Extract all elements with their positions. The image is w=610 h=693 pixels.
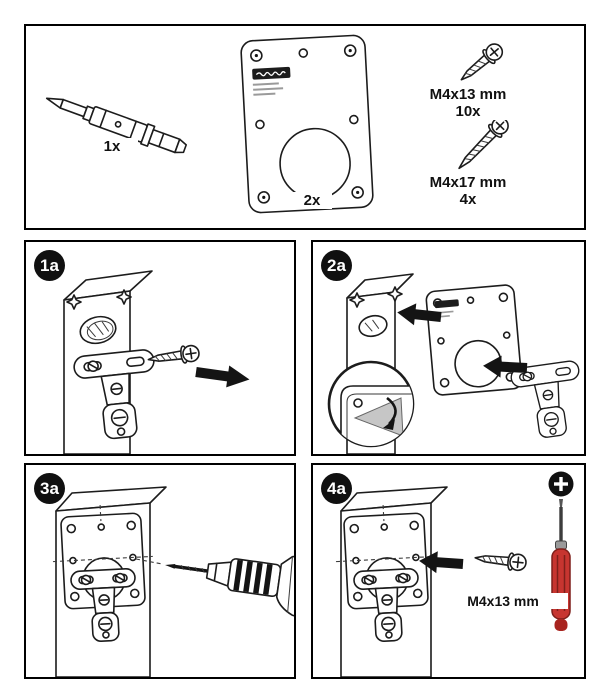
hinge	[353, 567, 419, 642]
screw2-size-label: M4x17 mm	[388, 174, 548, 192]
step-badge-3a: 3a	[34, 473, 65, 504]
arrow-left-icon	[483, 355, 528, 378]
mounting-plate-icon	[240, 34, 374, 214]
step-badge-2a: 2a	[321, 250, 352, 281]
arrow-right-icon	[195, 365, 250, 388]
step-2a-panel: 2a	[311, 240, 586, 456]
brand-logo	[252, 66, 291, 96]
screw-m4x17-icon	[458, 117, 509, 170]
screw2-qty-label: 4x	[388, 191, 548, 209]
impact-sparkle-icon	[66, 294, 82, 310]
arrow-left-icon	[397, 303, 442, 326]
damaged-hole	[358, 314, 388, 338]
screw-icon	[474, 552, 527, 572]
damaged-hole	[79, 315, 117, 345]
step-4a-panel: 4a	[311, 463, 586, 679]
detail-magnifier	[327, 360, 415, 448]
step-3a-panel: 3a	[24, 463, 296, 679]
screw-m4x13-icon	[460, 43, 504, 81]
step-4a-illustration	[335, 471, 574, 677]
step-3a-illustration	[52, 486, 294, 677]
plate-qty-label: 2x	[292, 192, 332, 210]
step4-screw-size-label: M4x13 mm	[438, 593, 568, 609]
step-1a-panel: 1a	[24, 240, 296, 456]
drill-tool-icon	[45, 97, 188, 154]
step-badge-4a: 4a	[321, 473, 352, 504]
screw1-size-label: M4x13 mm	[388, 86, 548, 104]
arrow-left-icon	[419, 551, 464, 574]
screw1-qty-label: 10x	[388, 103, 548, 121]
step-2a-illustration	[327, 273, 580, 454]
impact-sparkle-icon	[387, 286, 403, 302]
impact-sparkle-icon	[116, 289, 132, 305]
screwdriver	[551, 499, 571, 631]
impact-sparkle-icon	[349, 292, 365, 308]
parts-illustration	[45, 34, 509, 214]
drill-qty-label: 1x	[86, 138, 138, 156]
drill	[165, 555, 294, 629]
phillips-icon	[548, 471, 574, 497]
hinge	[510, 360, 580, 438]
step-badge-1a: 1a	[34, 250, 65, 281]
screw-icon	[147, 344, 200, 364]
hinge	[73, 349, 155, 440]
hinge	[70, 567, 136, 642]
parts-panel: 1x 2x M4x13 mm 10x M4x17 mm 4x	[24, 24, 586, 230]
repair-plate	[425, 284, 523, 396]
step-1a-illustration	[63, 270, 250, 454]
